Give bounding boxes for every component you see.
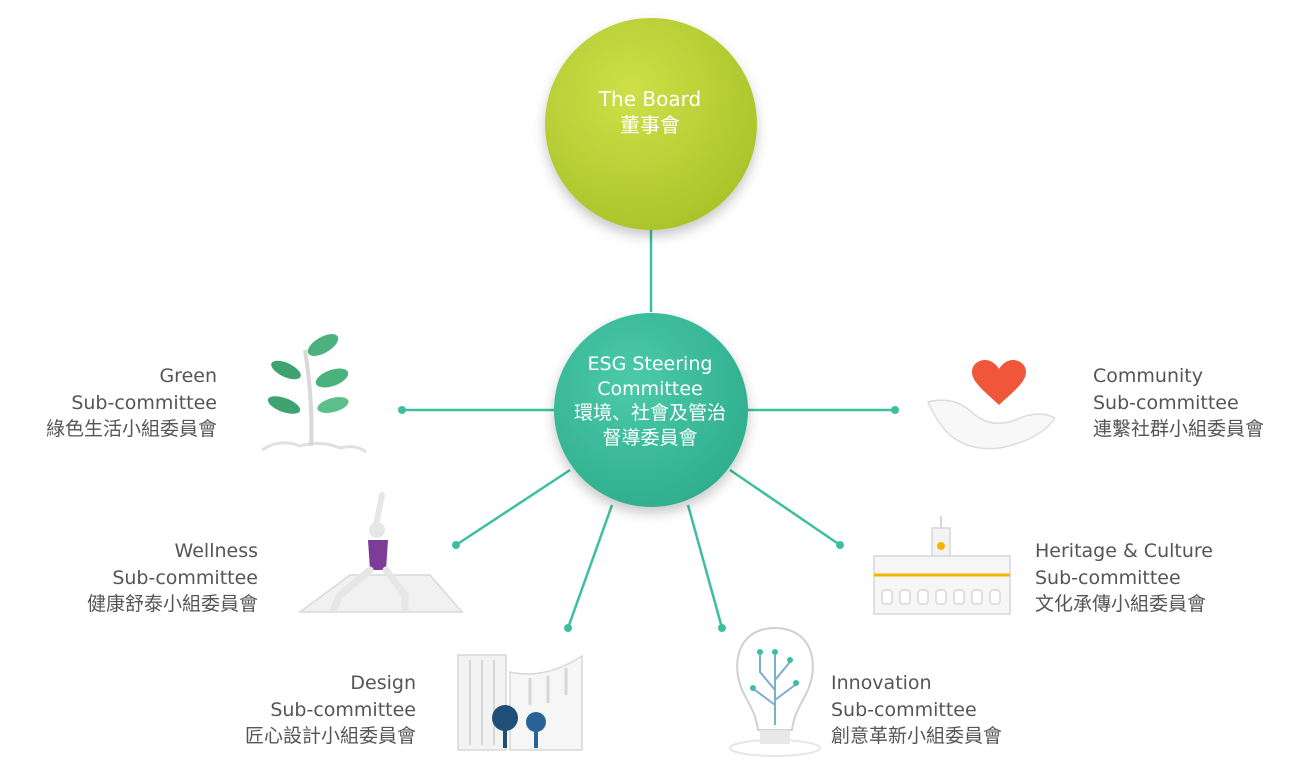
esg-label-line1: ESG Steering	[587, 353, 713, 375]
green-zh: 綠色生活小組委員會	[45, 418, 217, 441]
plant-icon	[261, 334, 367, 454]
esg-node	[554, 313, 748, 507]
connector-design	[566, 504, 614, 629]
heritage-subcommittee-label: Heritage & Culture Sub-committee 文化承傳小組委…	[1035, 538, 1213, 618]
heritage-type: Sub-committee	[1035, 566, 1181, 589]
heritage-name: Heritage & Culture	[1035, 540, 1213, 562]
design-zh: 匠心設計小組委員會	[244, 725, 416, 748]
connector-wellness	[455, 468, 571, 547]
wellness-zh: 健康舒泰小組委員會	[86, 593, 258, 616]
connectors	[402, 222, 895, 629]
connector-heritage	[729, 468, 841, 547]
innovation-subcommittee-label: Innovation Sub-committee 創意革新小組委員會	[831, 670, 1002, 750]
community-zh: 連繫社群小組委員會	[1093, 418, 1265, 441]
connector-innovation	[686, 504, 724, 629]
endpoint-wellness	[452, 541, 460, 549]
wellness-type: Sub-committee	[112, 566, 258, 589]
wellness-subcommittee-label: Wellness Sub-committee 健康舒泰小組委員會	[87, 538, 258, 618]
community-name: Community	[1093, 365, 1203, 387]
community-subcommittee-label: Community Sub-committee 連繫社群小組委員會	[1093, 363, 1264, 443]
green-subcommittee-label: Green Sub-committee 綠色生活小組委員會	[46, 363, 217, 443]
heritage-zh: 文化承傳小組委員會	[1035, 593, 1207, 616]
board-label-zh: 董事會	[620, 113, 680, 137]
esg-label-line4: 督導委員會	[602, 427, 698, 450]
community-type: Sub-committee	[1093, 391, 1239, 414]
endpoint-heritage	[836, 541, 844, 549]
green-name: Green	[159, 365, 217, 387]
design-type: Sub-committee	[270, 698, 416, 721]
heart-hand-icon	[926, 360, 1057, 450]
design-subcommittee-label: Design Sub-committee 匠心設計小組委員會	[245, 670, 416, 750]
design-name: Design	[350, 672, 416, 694]
endpoint-green	[398, 406, 406, 414]
connector-endpoints	[398, 406, 899, 632]
board-node	[545, 18, 757, 230]
innovation-zh: 創意革新小組委員會	[831, 725, 1003, 748]
innovation-type: Sub-committee	[831, 698, 977, 721]
board-label: The Board 董事會	[555, 86, 745, 138]
green-type: Sub-committee	[71, 391, 217, 414]
innovation-name: Innovation	[831, 672, 932, 694]
esg-label: ESG Steering Committee 環境、社會及管治 督導委員會	[545, 352, 755, 451]
endpoint-design	[564, 624, 572, 632]
esg-label-line3: 環境、社會及管治	[573, 402, 726, 425]
endpoint-innovation	[718, 624, 726, 632]
endpoint-community	[891, 406, 899, 414]
heritage-building-icon	[873, 516, 1011, 615]
wellness-name: Wellness	[174, 540, 258, 562]
lightbulb-icon	[729, 626, 821, 757]
board-label-en: The Board	[598, 87, 702, 111]
building-trees-icon	[457, 654, 583, 751]
yoga-icon	[297, 492, 464, 614]
esg-label-line2: Committee	[597, 377, 703, 400]
